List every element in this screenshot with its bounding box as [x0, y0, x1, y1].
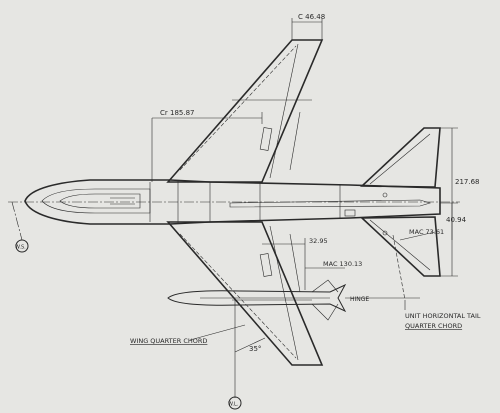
dimension-lines	[151, 18, 458, 398]
tail-root-chord-label: 40.94	[446, 216, 467, 224]
wing-root-chord-label: Cr 185.87	[160, 109, 194, 117]
hinge-label: HINGE	[350, 296, 369, 303]
wing-quarter-chord-note: WING QUARTER CHORD	[130, 337, 207, 345]
station-marker-left: W.S.	[15, 239, 29, 253]
wing-mac-label: MAC 130.13	[323, 260, 362, 268]
station-marker-bottom: W.L.	[228, 396, 242, 410]
svg-text:W.L.: W.L.	[228, 402, 239, 408]
sweep-angle-label: 35°	[249, 345, 261, 353]
wing-tip-chord-label: C 46.48	[298, 13, 325, 21]
tail-quarter-chord-note-2: QUARTER CHORD	[405, 322, 462, 330]
underwing-store	[167, 279, 347, 321]
lower-wing	[166, 221, 324, 366]
tail-mac-label: MAC 73.61	[409, 228, 444, 236]
wing-mac-offset-label: 32.95	[309, 237, 328, 245]
tail-quarter-chord-note-1: UNIT HORIZONTAL TAIL	[405, 312, 481, 320]
fuselage	[24, 179, 441, 236]
overall-height-label: 217.68	[455, 178, 480, 186]
svg-text:W.S.: W.S.	[15, 245, 26, 251]
upper-horizontal-tail	[360, 127, 441, 188]
